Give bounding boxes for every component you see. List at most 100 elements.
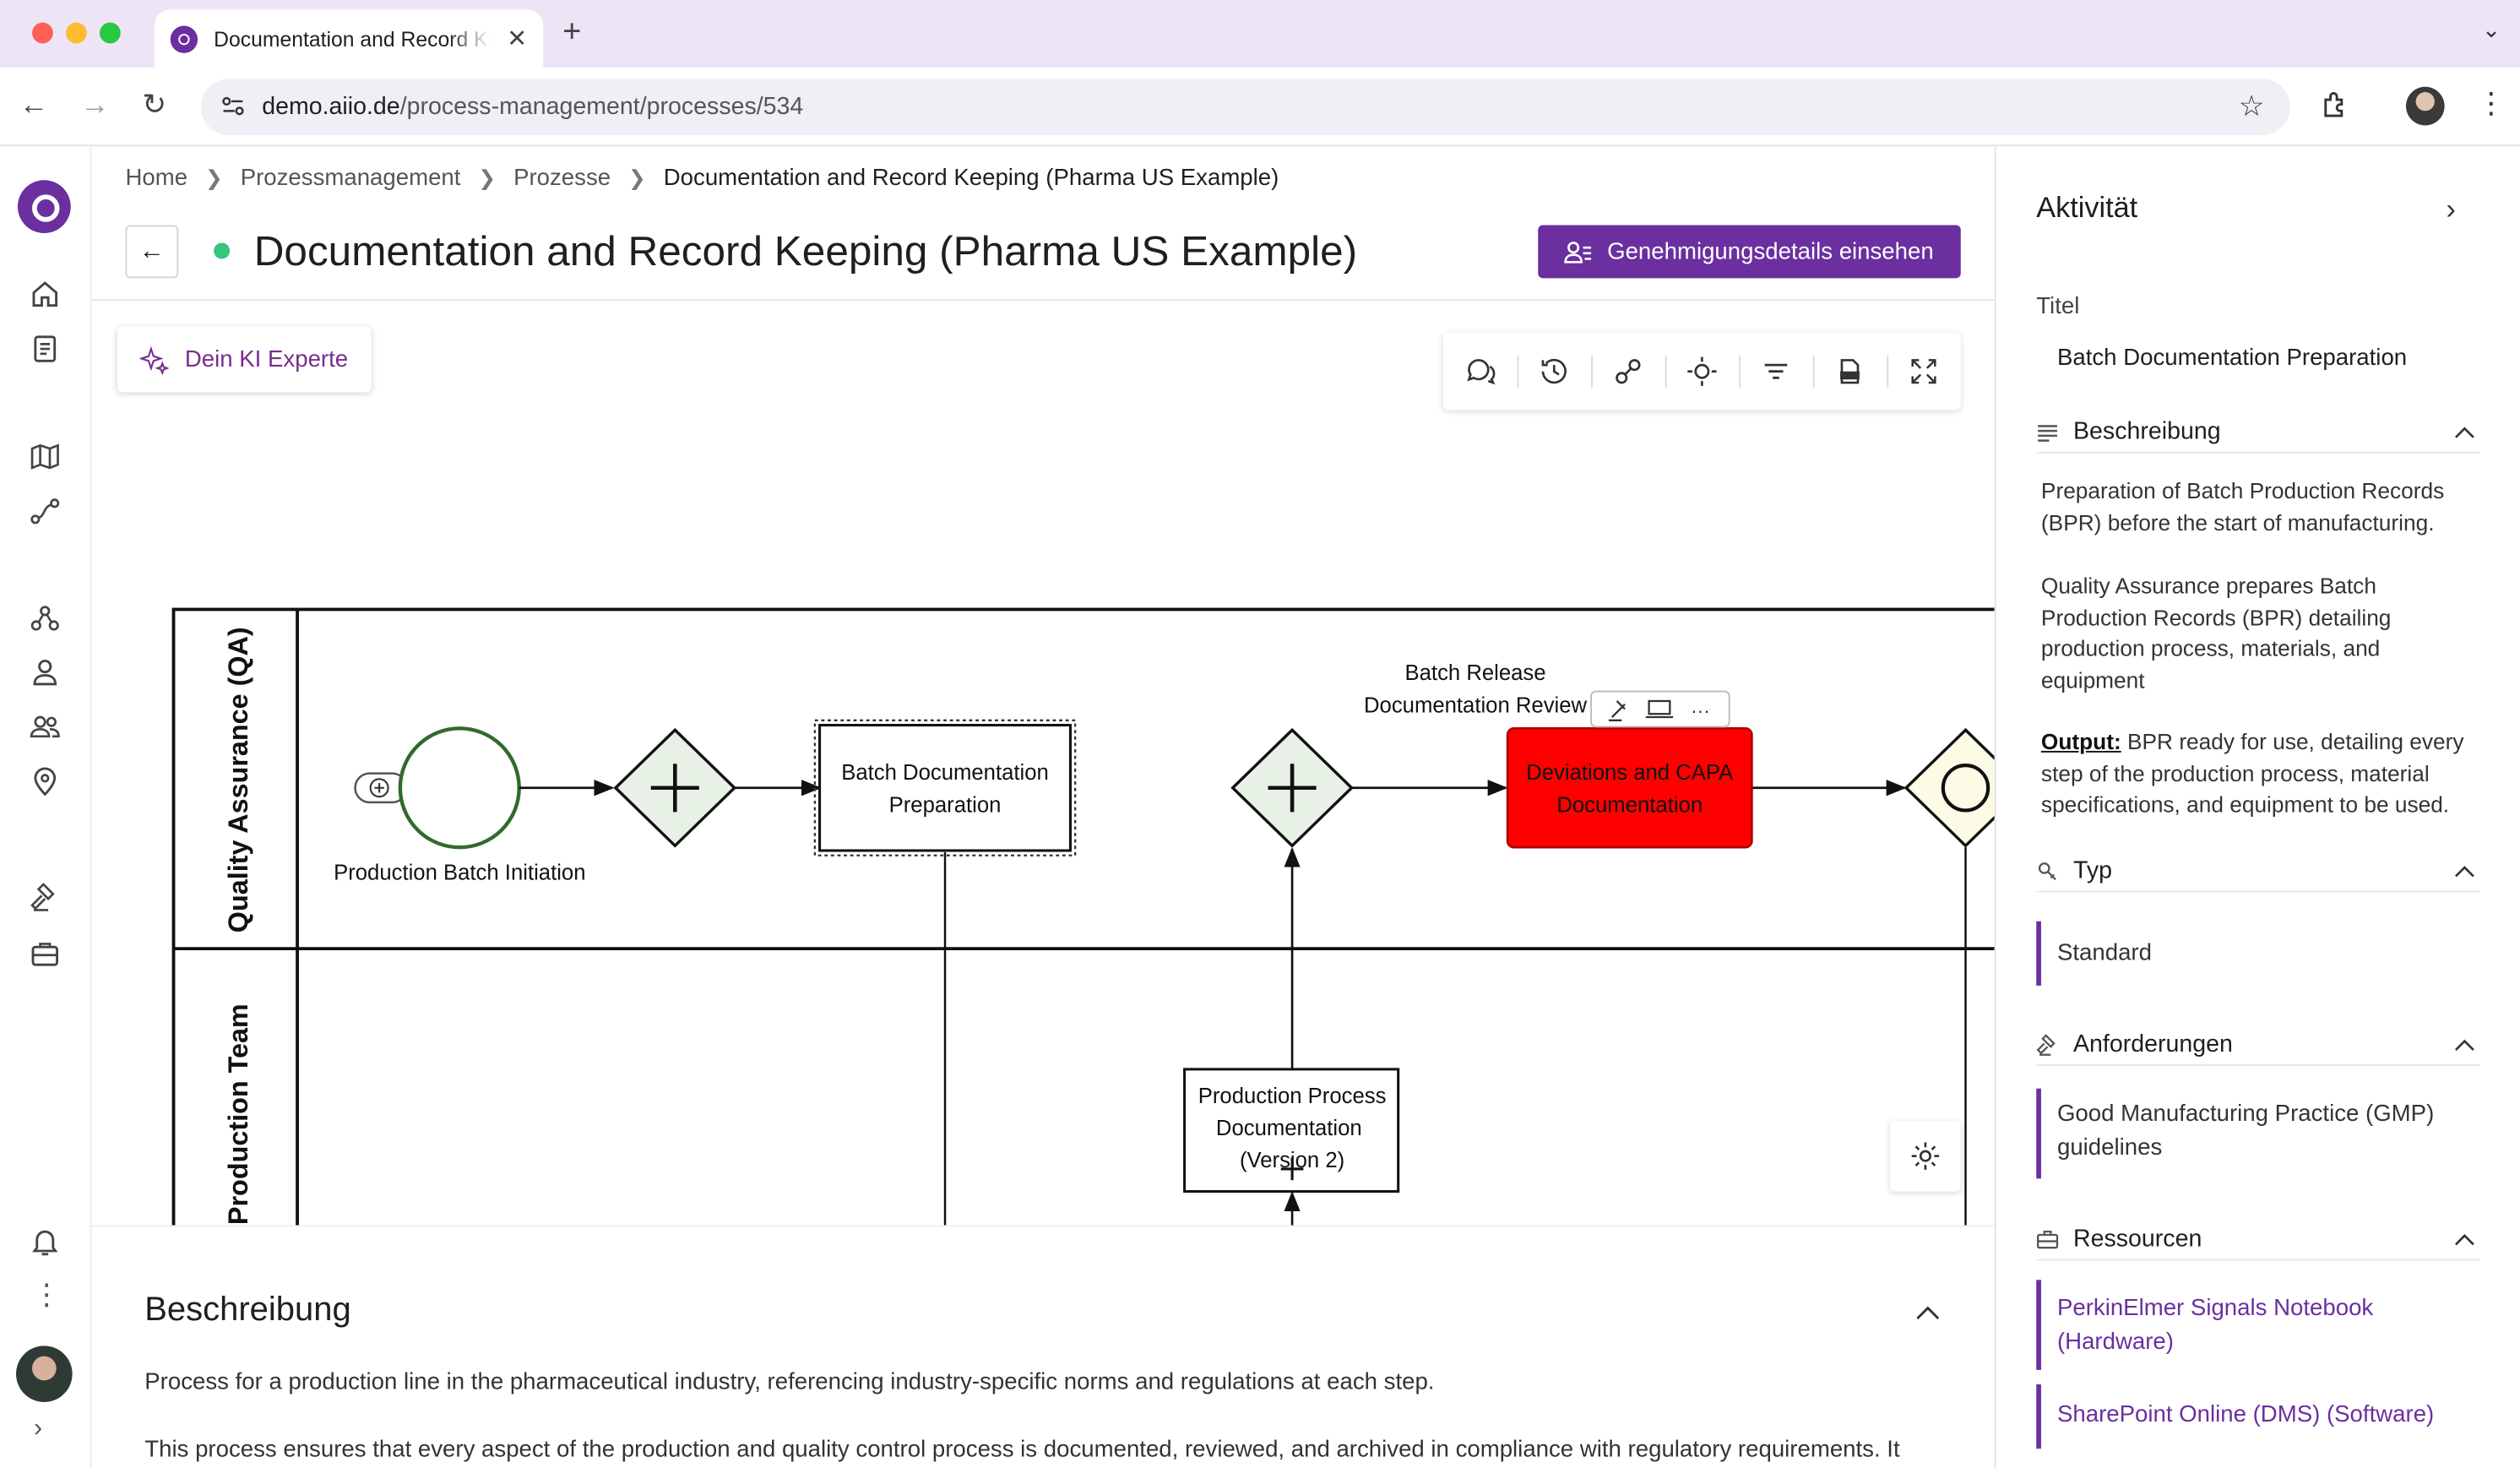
browser-menu-icon[interactable]: ⋮ (2476, 86, 2506, 119)
link-icon (1616, 359, 1641, 384)
export-button[interactable] (1812, 333, 1887, 410)
typ-value: Standard (2036, 921, 2479, 986)
process-flow-icon[interactable] (29, 495, 61, 527)
approval-details-button[interactable]: Genehmigungsdetails einsehen (1538, 225, 1961, 279)
ressource-item[interactable]: SharePoint Online (DMS) (Software) (2036, 1384, 2479, 1449)
documents-icon[interactable] (29, 333, 61, 365)
reload-icon[interactable]: ↻ (142, 88, 167, 121)
breadcrumb-prozesse[interactable]: Prozesse (513, 166, 611, 192)
address-bar-row: ← → ↻ demo.aiio.de/process-management/pr… (0, 67, 2520, 147)
new-tab-icon[interactable]: + (562, 14, 582, 51)
comments-button[interactable] (1443, 333, 1518, 410)
home-icon[interactable] (29, 278, 61, 310)
annotation-line-1: Batch Release (1405, 661, 1546, 685)
task-2-line-1: Production Process (1198, 1085, 1387, 1108)
inclusive-gateway (1904, 727, 1995, 848)
back-button[interactable]: ← (125, 225, 179, 279)
left-navigation-rail: ⋮ › (0, 146, 92, 1468)
context-pad (1590, 690, 1730, 728)
lane-label-qa: Quality Assurance (QA) (223, 627, 253, 932)
collapse-panel-chevron-icon[interactable]: › (2446, 193, 2456, 226)
chevron-up-icon[interactable] (2454, 864, 2475, 877)
start-event-label: Production Batch Initiation (334, 861, 585, 884)
export-icon (1840, 359, 1860, 384)
link-button[interactable] (1591, 333, 1665, 410)
task-batch-documentation (818, 724, 1072, 852)
description-title: Beschreibung (144, 1291, 351, 1329)
breadcrumb-home[interactable]: Home (125, 166, 188, 192)
puzzle-icon (2038, 862, 2056, 880)
organization-icon[interactable] (29, 603, 61, 635)
site-settings-icon[interactable] (222, 96, 245, 116)
output-text: BPR ready for use, detailing every step … (2040, 730, 2464, 818)
chevron-up-icon[interactable] (2454, 426, 2475, 438)
task-1-line-2: Preparation (889, 793, 1002, 817)
users-group-icon[interactable] (29, 710, 61, 742)
filter-button[interactable] (1739, 333, 1813, 410)
fullscreen-icon (1911, 359, 1936, 384)
extensions-icon[interactable] (2321, 90, 2349, 119)
panel-title: Aktivität (2036, 191, 2138, 224)
breadcrumb-separator-icon: ❯ (205, 166, 223, 190)
chevron-up-icon[interactable] (2454, 1038, 2475, 1051)
task-red-line-1: Deviations and CAPA (1526, 761, 1734, 785)
forward-arrow-icon[interactable]: → (80, 88, 110, 121)
gear-icon (1911, 1142, 1940, 1170)
chevron-up-icon[interactable] (2454, 1232, 2475, 1245)
more-vertical-icon[interactable]: ⋮ (32, 1278, 62, 1311)
fullscreen-button[interactable] (1887, 333, 1961, 410)
divider (91, 299, 1995, 301)
titel-value[interactable]: Batch Documentation Preparation (2056, 345, 2408, 372)
chevron-up-icon[interactable] (1915, 1306, 1940, 1320)
section-ressourcen[interactable]: Ressourcen (2036, 1219, 2480, 1261)
user-icon[interactable] (29, 656, 61, 688)
activity-panel (1994, 146, 2520, 1468)
tab-search-chevron-icon[interactable]: ⌄ (2481, 16, 2501, 42)
status-indicator (214, 242, 231, 259)
user-avatar[interactable] (16, 1346, 73, 1402)
bookmark-star-icon[interactable]: ☆ (2238, 90, 2265, 122)
section-anforderungen[interactable]: Anforderungen (2036, 1025, 2480, 1067)
selection-outline (813, 719, 1077, 856)
close-tab-icon[interactable]: ✕ (507, 25, 528, 53)
url-path: /process-management/processes/534 (399, 93, 804, 121)
bell-icon[interactable] (29, 1226, 61, 1258)
expand-rail-chevron-icon[interactable]: › (33, 1415, 43, 1443)
location-pin-icon[interactable] (29, 765, 61, 797)
anforderungen-value[interactable]: Good Manufacturing Practice (GMP) guidel… (2036, 1088, 2479, 1179)
breadcrumb: Home❯ Prozessmanagement❯ Prozesse❯ Docum… (125, 166, 1279, 191)
plus-circle-icon (369, 778, 389, 798)
section-typ[interactable]: Typ (2036, 851, 2480, 893)
gavel-icon[interactable] (29, 881, 61, 913)
center-button[interactable] (1665, 333, 1740, 410)
close-window-button[interactable] (32, 22, 53, 44)
maximize-window-button[interactable] (99, 22, 121, 44)
filter-icon (1764, 363, 1788, 379)
bpmn-diagram[interactable]: Quality Assurance (QA) Production Team P… (91, 301, 1995, 1226)
breadcrumb-prozessmanagement[interactable]: Prozessmanagement (240, 166, 461, 192)
back-arrow-icon[interactable]: ← (19, 88, 49, 121)
output-label: Output: (2040, 730, 2121, 754)
profile-avatar[interactable] (2405, 86, 2445, 126)
ressource-item[interactable]: PerkinElmer Signals Notebook (Hardware) (2036, 1280, 2479, 1370)
approval-details-label: Genehmigungsdetails einsehen (1607, 238, 1934, 265)
aiio-logo[interactable] (17, 180, 71, 234)
canvas-settings-button[interactable] (1890, 1120, 1961, 1192)
map-icon[interactable] (29, 441, 61, 473)
ki-expert-label: Dein KI Experte (184, 346, 349, 372)
page-title: Documentation and Record Keeping (Pharma… (253, 226, 1358, 275)
browser-tab[interactable]: Documentation and Record Keeping (Pharma… (154, 9, 544, 68)
minimize-window-button[interactable] (66, 22, 87, 44)
breadcrumb-separator-icon: ❯ (478, 166, 497, 190)
ki-expert-button[interactable]: Dein KI Experte (117, 326, 372, 393)
bpmn-canvas[interactable]: Quality Assurance (QA) Production Team P… (91, 300, 1995, 1226)
section-beschreibung[interactable]: Beschreibung (2036, 411, 2480, 454)
text-lines-icon (2038, 424, 2057, 441)
breadcrumb-separator-icon: ❯ (628, 166, 646, 190)
lane-label-production: Production Team (223, 1003, 253, 1225)
section-ressourcen-label: Ressourcen (2072, 1225, 2202, 1253)
url-input[interactable]: demo.aiio.de/process-management/processe… (200, 79, 2290, 135)
briefcase-icon[interactable] (29, 938, 61, 970)
briefcase-icon (2036, 1230, 2059, 1248)
history-button[interactable] (1517, 333, 1592, 410)
